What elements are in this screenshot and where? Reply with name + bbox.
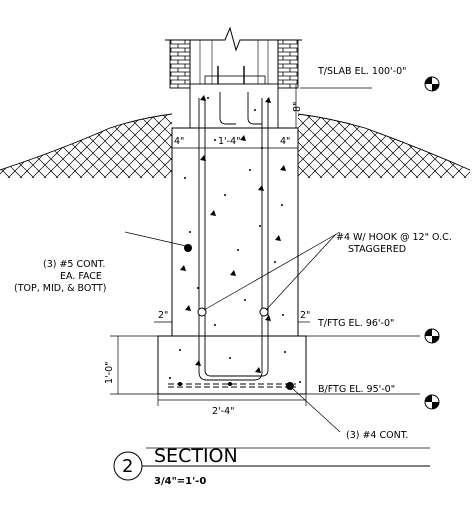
section-number: 2: [122, 456, 133, 477]
concrete-aggregate: [169, 95, 301, 383]
hook-note-line1: #4 W/ HOOK @ 12" O.C.: [336, 232, 452, 243]
dim-mid-14: 1'-4": [218, 136, 241, 147]
top-footing-elevation-label: T/FTG EL. 96'-0": [317, 318, 394, 329]
slab-cap: [189, 83, 279, 129]
dim-right-4: 4": [280, 136, 290, 147]
section-scale: 3/4"=1'-0: [154, 476, 206, 487]
rebar: [168, 92, 296, 388]
slab-elevation-label: T/SLAB EL. 100'-0": [317, 66, 407, 77]
footing-bars-note: (3) #4 CONT.: [346, 430, 408, 441]
dim-width-24: 2'-4": [212, 406, 235, 417]
elevation-marker: [424, 76, 440, 410]
soil-hatch: [0, 113, 471, 178]
dim-height-10: 1'-0": [104, 362, 115, 385]
dim-left-2: 2": [158, 310, 168, 321]
section-title: SECTION: [154, 445, 238, 467]
cont-bars-note-line3: (TOP, MID, & BOTT): [14, 283, 107, 294]
dim-right-2: 2": [300, 310, 310, 321]
dimension-lines: [110, 84, 430, 449]
cont-bars-note-line1: (3) #5 CONT.: [43, 259, 105, 270]
bottom-footing-elevation-label: B/FTG EL. 95'-0": [318, 384, 395, 395]
dim-left-4: 4": [174, 136, 184, 147]
hook-note-line2: STAGGERED: [348, 244, 406, 255]
cont-bars-note-line2: EA. FACE: [60, 271, 102, 282]
leader-lines: [124, 87, 420, 433]
stem-wall: [171, 127, 299, 337]
dim-wall-8: 8": [292, 102, 303, 112]
brick-wall: [165, 26, 302, 90]
